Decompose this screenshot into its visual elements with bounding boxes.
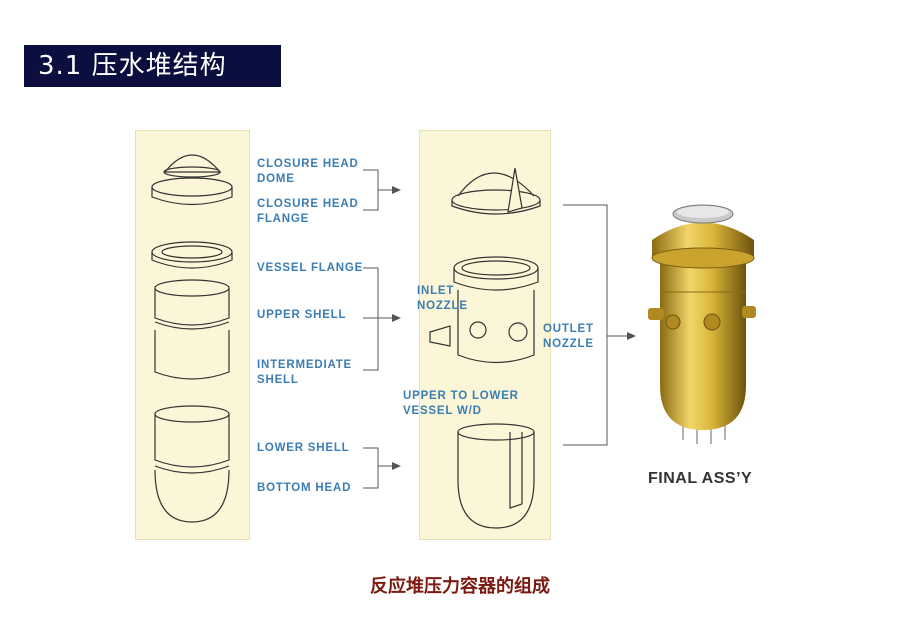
intermediate-shell-part — [154, 330, 230, 380]
subassembly-panel — [419, 130, 551, 540]
label-upper-shell: UPPER SHELL — [257, 309, 347, 321]
label-final-assembly: FINAL ASS’Y — [648, 470, 753, 487]
closure-head-dome-part — [163, 154, 222, 178]
vessel-flange-part — [151, 241, 233, 269]
bottom-head-part — [154, 469, 230, 523]
closure-head-flange-part — [151, 177, 233, 206]
label-outlet-nozzle: OUTLET NOZZLE — [543, 323, 594, 350]
label-intermediate-shell: INTERMEDIATE SHELL — [257, 359, 352, 386]
lower-vessel-assembly — [457, 423, 535, 529]
upper-shell-assembly — [429, 256, 539, 364]
label-vessel-flange: VESSEL FLANGE — [257, 262, 364, 274]
label-lower-shell: LOWER SHELL — [257, 442, 350, 454]
closure-head-assembly — [451, 167, 541, 215]
figure-caption: 反应堆压力容器的组成 — [370, 576, 550, 597]
page-title: 3.1 压水堆结构 — [24, 45, 281, 87]
lower-shell-part — [154, 405, 230, 474]
label-closure-head-flange: CLOSURE HEAD FLANGE — [257, 198, 359, 225]
label-bottom-head: BOTTOM HEAD — [257, 482, 352, 494]
upper-shell-part — [154, 279, 230, 330]
label-inlet-nozzle: INLET NOZZLE — [417, 285, 468, 312]
final-assembly-vessel — [648, 204, 756, 444]
label-closure-head-dome: CLOSURE HEAD DOME — [257, 158, 359, 185]
label-upper-to-lower: UPPER TO LOWER VESSEL W/D — [403, 390, 519, 417]
